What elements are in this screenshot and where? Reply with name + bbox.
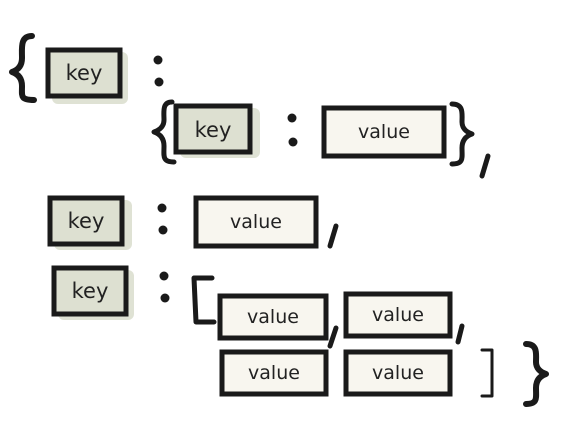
value-box-4: value xyxy=(343,291,453,339)
comma-4 xyxy=(455,323,465,345)
key-box-3-label: key xyxy=(68,209,105,233)
outer-open-brace xyxy=(9,33,37,103)
key-box-2: key xyxy=(173,103,260,158)
key-box-4-label: key xyxy=(72,279,109,303)
comma-3 xyxy=(327,325,339,349)
key-box-3: key xyxy=(47,195,132,250)
value-box-3: value xyxy=(217,293,329,341)
outer-close-brace xyxy=(523,341,549,407)
colon-3 xyxy=(157,203,168,235)
value-box-2: value xyxy=(193,195,319,249)
colon-1 xyxy=(153,55,164,87)
key-box-2-label: key xyxy=(195,118,232,142)
value-box-4-label: value xyxy=(372,304,424,326)
key-box-4: key xyxy=(51,265,134,320)
nested-open-brace xyxy=(151,99,177,165)
colon-2 xyxy=(287,113,298,147)
key-box-1-label: key xyxy=(66,61,103,85)
value-box-6: value xyxy=(343,349,453,397)
nested-close-brace xyxy=(449,101,475,167)
key-box-1: key xyxy=(45,47,128,104)
value-box-1: value xyxy=(321,105,447,159)
array-open-bracket xyxy=(191,275,217,325)
value-box-6-label: value xyxy=(372,362,424,384)
value-box-3-label: value xyxy=(247,306,299,328)
colon-4 xyxy=(159,271,170,303)
value-box-5: value xyxy=(219,349,329,397)
comma-1 xyxy=(479,153,491,179)
value-box-2-label: value xyxy=(230,211,282,233)
array-close-bracket xyxy=(480,348,494,398)
comma-2 xyxy=(327,223,339,249)
value-box-5-label: value xyxy=(248,362,300,384)
value-box-1-label: value xyxy=(358,121,410,143)
